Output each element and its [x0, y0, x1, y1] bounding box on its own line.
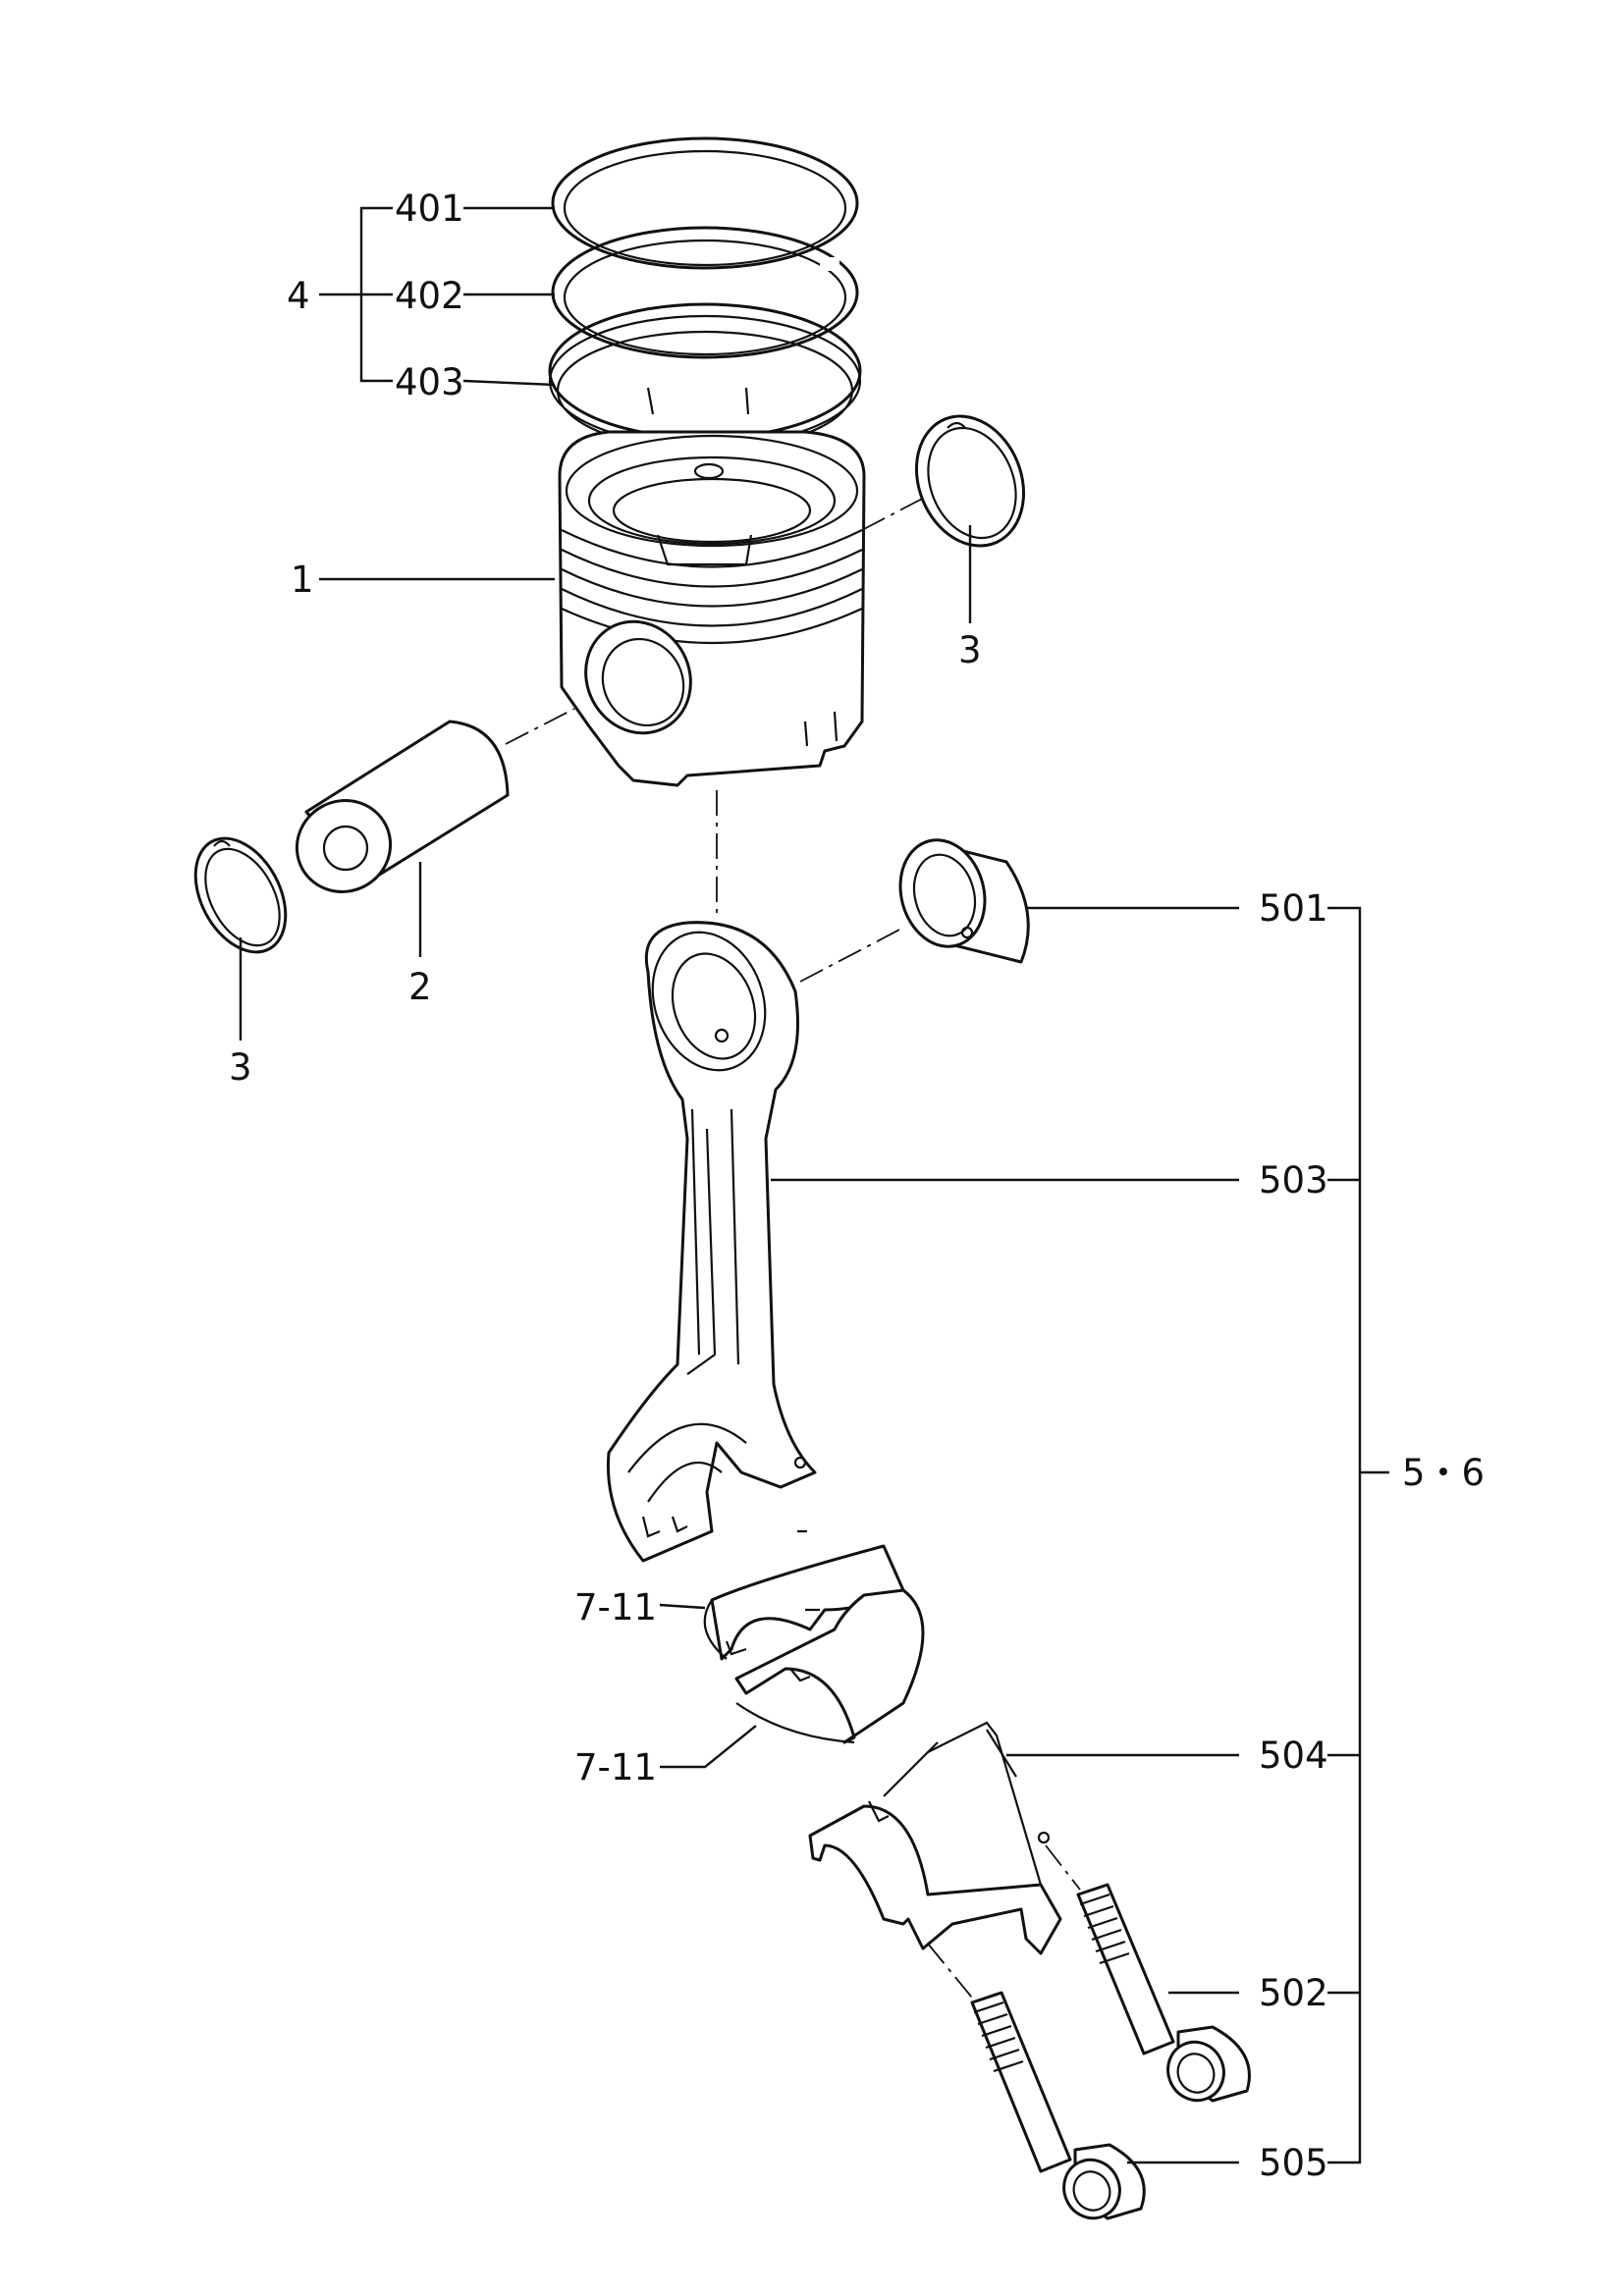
label-snap-ring-right: 3: [958, 629, 982, 671]
snap-ring-right: [914, 414, 1026, 548]
small-end-bushing: [898, 838, 1030, 964]
bearing-lower: [734, 1588, 925, 1744]
piston-pin: [295, 720, 510, 893]
label-connecting-rod: 503: [1259, 1159, 1328, 1201]
label-ring-oil: 403: [395, 361, 464, 403]
label-rod-cap: 504: [1259, 1735, 1328, 1777]
label-piston: 1: [291, 559, 314, 601]
label-rod-assembly: 5・6: [1402, 1452, 1485, 1494]
snap-ring-left: [193, 836, 288, 954]
connecting-rod: [606, 921, 817, 1563]
label-bearing-upper: 7-11: [574, 1586, 657, 1629]
rod-bolt-505: [970, 1991, 1146, 2220]
label-small-end-bushing: 501: [1259, 887, 1328, 930]
label-ring-set: 4: [287, 275, 310, 317]
piston: [558, 430, 866, 787]
piston-ring-oil: [548, 302, 862, 452]
center-lines: [505, 495, 1081, 1999]
label-piston-pin: 2: [408, 966, 432, 1008]
label-rod-bolt-b: 505: [1259, 2142, 1328, 2184]
label-bearing-lower: 7-11: [574, 1746, 657, 1789]
piston-ring-second: [551, 226, 859, 359]
rod-bolt-502: [1076, 1883, 1251, 2103]
piston-ring-top: [551, 136, 859, 270]
label-ring-top: 401: [395, 187, 464, 230]
label-rod-bolt-a: 502: [1259, 1972, 1328, 2014]
label-snap-ring-left: 3: [229, 1046, 252, 1089]
label-ring-second: 402: [395, 275, 464, 317]
connecting-rod-cap: [808, 1721, 1062, 1955]
leader-lines: [239, 206, 1389, 2164]
